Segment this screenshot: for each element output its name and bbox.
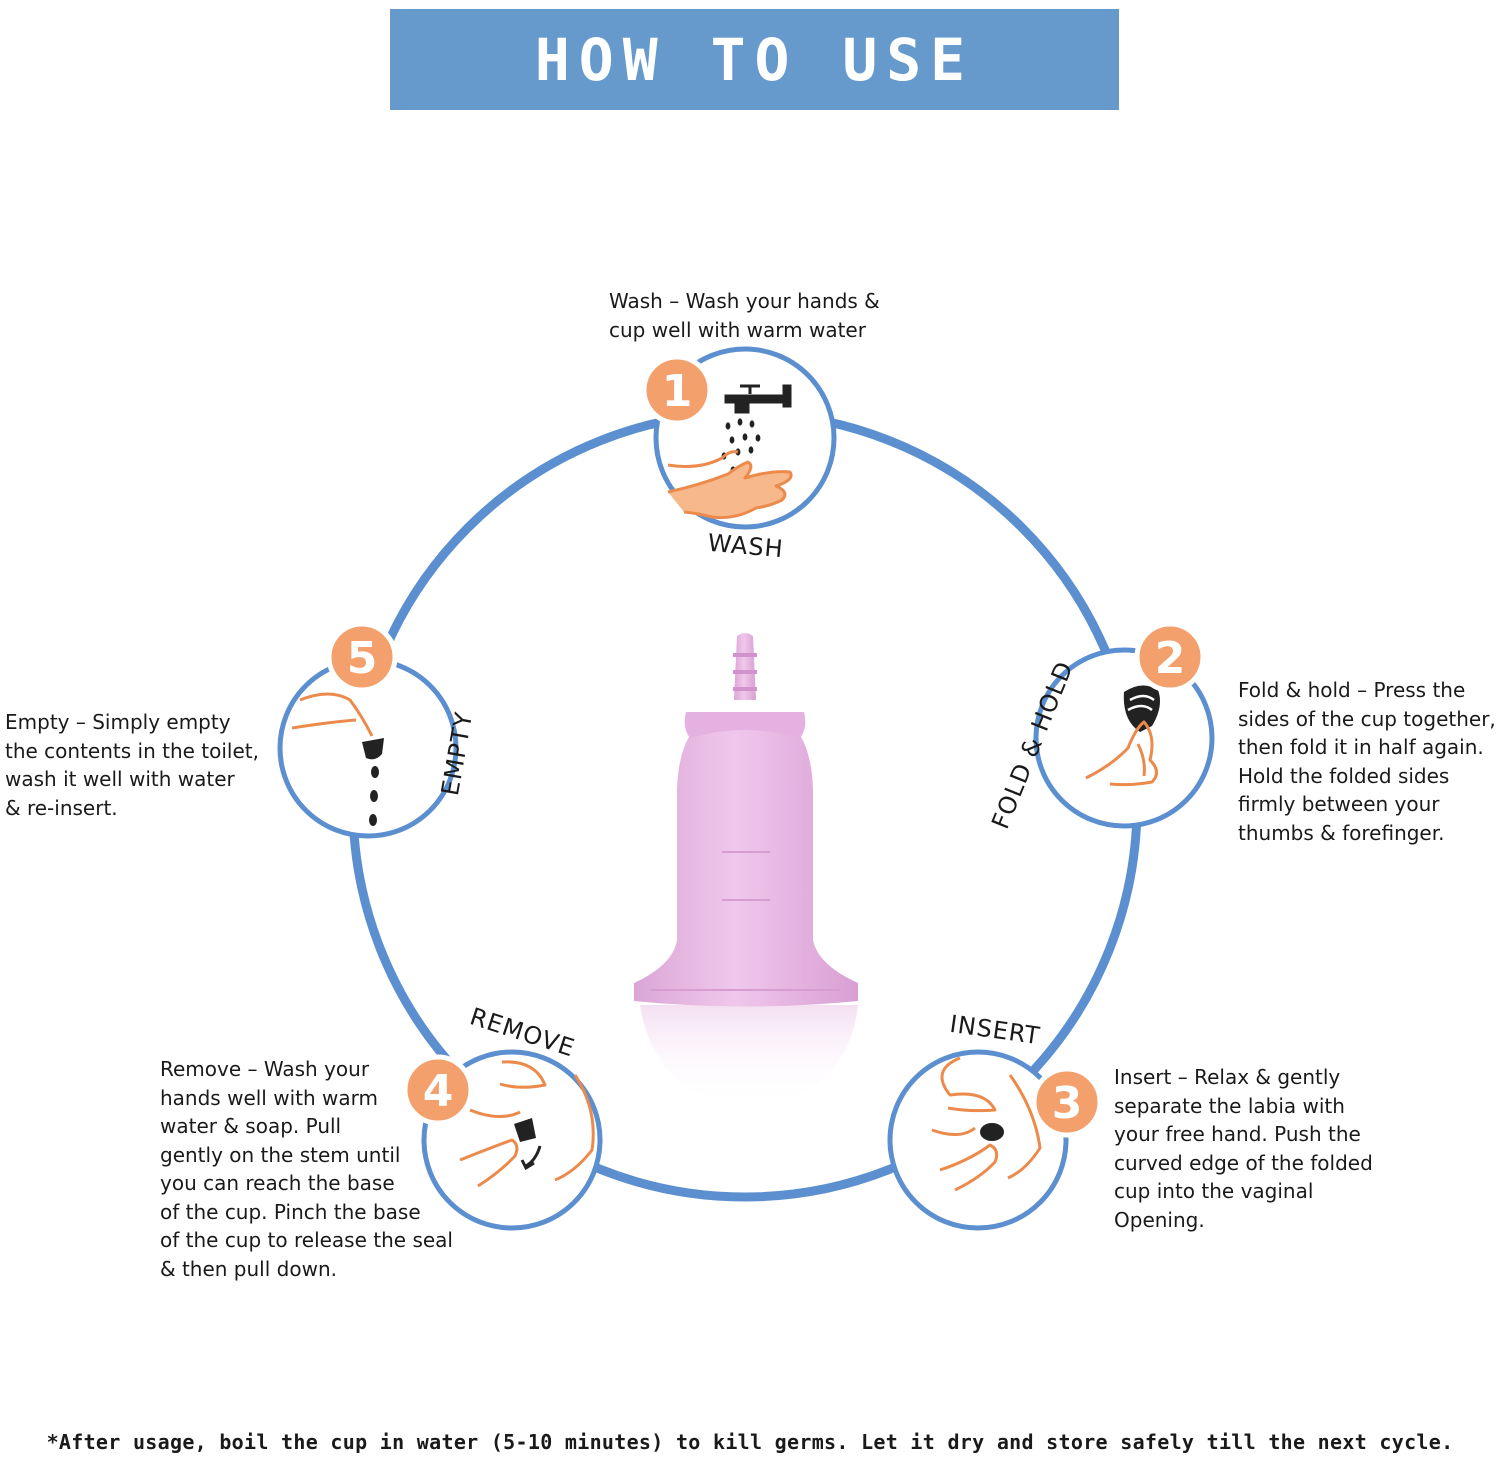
hand-icon [459,1138,519,1188]
cup-rim [684,712,806,738]
title-banner: HOW TO USE [390,9,1119,110]
text-line: Hold the folded sides [1238,763,1450,788]
tap-icon [724,384,792,414]
water-drop-icon [370,790,378,802]
water-drop-icon [748,446,754,454]
cup-stem [734,633,756,700]
folded-cup-icon [980,1123,1004,1141]
water-drop-icon [371,766,379,778]
step-number-badge [402,1054,474,1126]
hand-icon [939,1143,999,1192]
cup-icon [362,738,384,760]
text-line: the contents in the toilet, [5,738,259,763]
text-line: cup into the vaginal [1114,1179,1314,1203]
text-line: Opening. [1114,1207,1205,1232]
cup-stem-ridges [733,653,757,691]
text-line: & then pull down. [160,1256,337,1281]
text-line: Insert – Relax & gently [1114,1065,1341,1089]
text-line: your free hand. Push the [1114,1122,1361,1146]
text-line: thumbs & forefinger. [1238,820,1445,845]
step-2-circle [1033,647,1215,829]
page-title: HOW TO USE [534,25,975,94]
text-line: curved edge of the folded [1114,1150,1373,1175]
text-line: you can reach the base [160,1171,395,1195]
step-2-description: Fold & hold – Press the sides of the cup… [1238,676,1496,847]
remove-icon [459,1060,595,1188]
text-line: & re-insert. [5,795,118,820]
step-4-description: Remove – Wash your hands well with warm … [160,1055,453,1283]
step-3-description: Insert – Relax & gently separate the lab… [1114,1063,1373,1234]
text-line: sides of the cup together, [1238,706,1496,731]
step-number: 1 [662,366,693,417]
water-drop-icon [737,418,743,426]
step-label: INSERT [948,1010,1042,1050]
step-1-description: Wash – Wash your hands & cup well with w… [609,287,880,344]
empty-cup-icon [291,692,384,826]
text-line: Remove – Wash your [160,1057,370,1081]
step-number: 3 [1052,1078,1083,1129]
step-number: 2 [1155,633,1186,684]
step-number-badge [641,354,713,426]
text-line: gently on the stem until [160,1142,401,1167]
text-line: then fold it in half again. [1238,735,1484,759]
text-line: cup well with warm water [609,317,866,342]
cup-markers [650,851,840,991]
water-drop-icon [742,433,748,441]
text-line: firmly between your [1238,792,1440,816]
step-number-badge [1134,621,1206,693]
menstrual-cup-icon [634,633,858,1105]
cup-body [634,725,858,1007]
water-drop-icon [749,420,755,428]
fold-cup-icon [1085,685,1160,787]
text-line: separate the labia with [1114,1093,1345,1118]
step-number-badge [326,621,398,693]
hand-icon [291,692,374,737]
text-line: of the cup to release the seal [160,1228,453,1252]
step-number-badge [1031,1066,1103,1138]
water-drop-icon [755,434,761,442]
body-outline-icon [469,1060,595,1182]
water-drop-icon [729,436,735,444]
cup-icon [514,1118,536,1142]
folded-cup-icon [1127,694,1155,712]
text-line: Empty – Simply empty [5,710,231,734]
arrow-icon [520,1145,542,1171]
hand-icon [667,450,739,468]
footnote: *After usage, boil the cup in water (5-1… [46,1430,1454,1454]
text-line: of the cup. Pinch the base [160,1199,421,1224]
step-number: 4 [423,1066,454,1117]
insert-icon [931,1056,1042,1192]
text-line: wash it well with water [5,767,235,791]
text-line: Wash – Wash your hands & [609,289,880,313]
step-5-description: Empty – Simply empty the contents in the… [5,708,259,822]
water-drop-icon [369,814,377,826]
body-outline-icon [931,1056,1042,1180]
text-line: water & soap. Pull [160,1114,342,1138]
step-label: WASH [707,529,785,564]
text-line: hands well with warm [160,1085,378,1110]
hand-icon [1085,720,1158,787]
cup-reflection [640,1005,858,1105]
text-line: Fold & hold – Press the [1238,678,1466,702]
tap-handwash-icon [667,384,793,520]
water-drop-icon [725,422,731,430]
hand-icon [667,460,793,520]
step-number: 5 [347,633,378,684]
